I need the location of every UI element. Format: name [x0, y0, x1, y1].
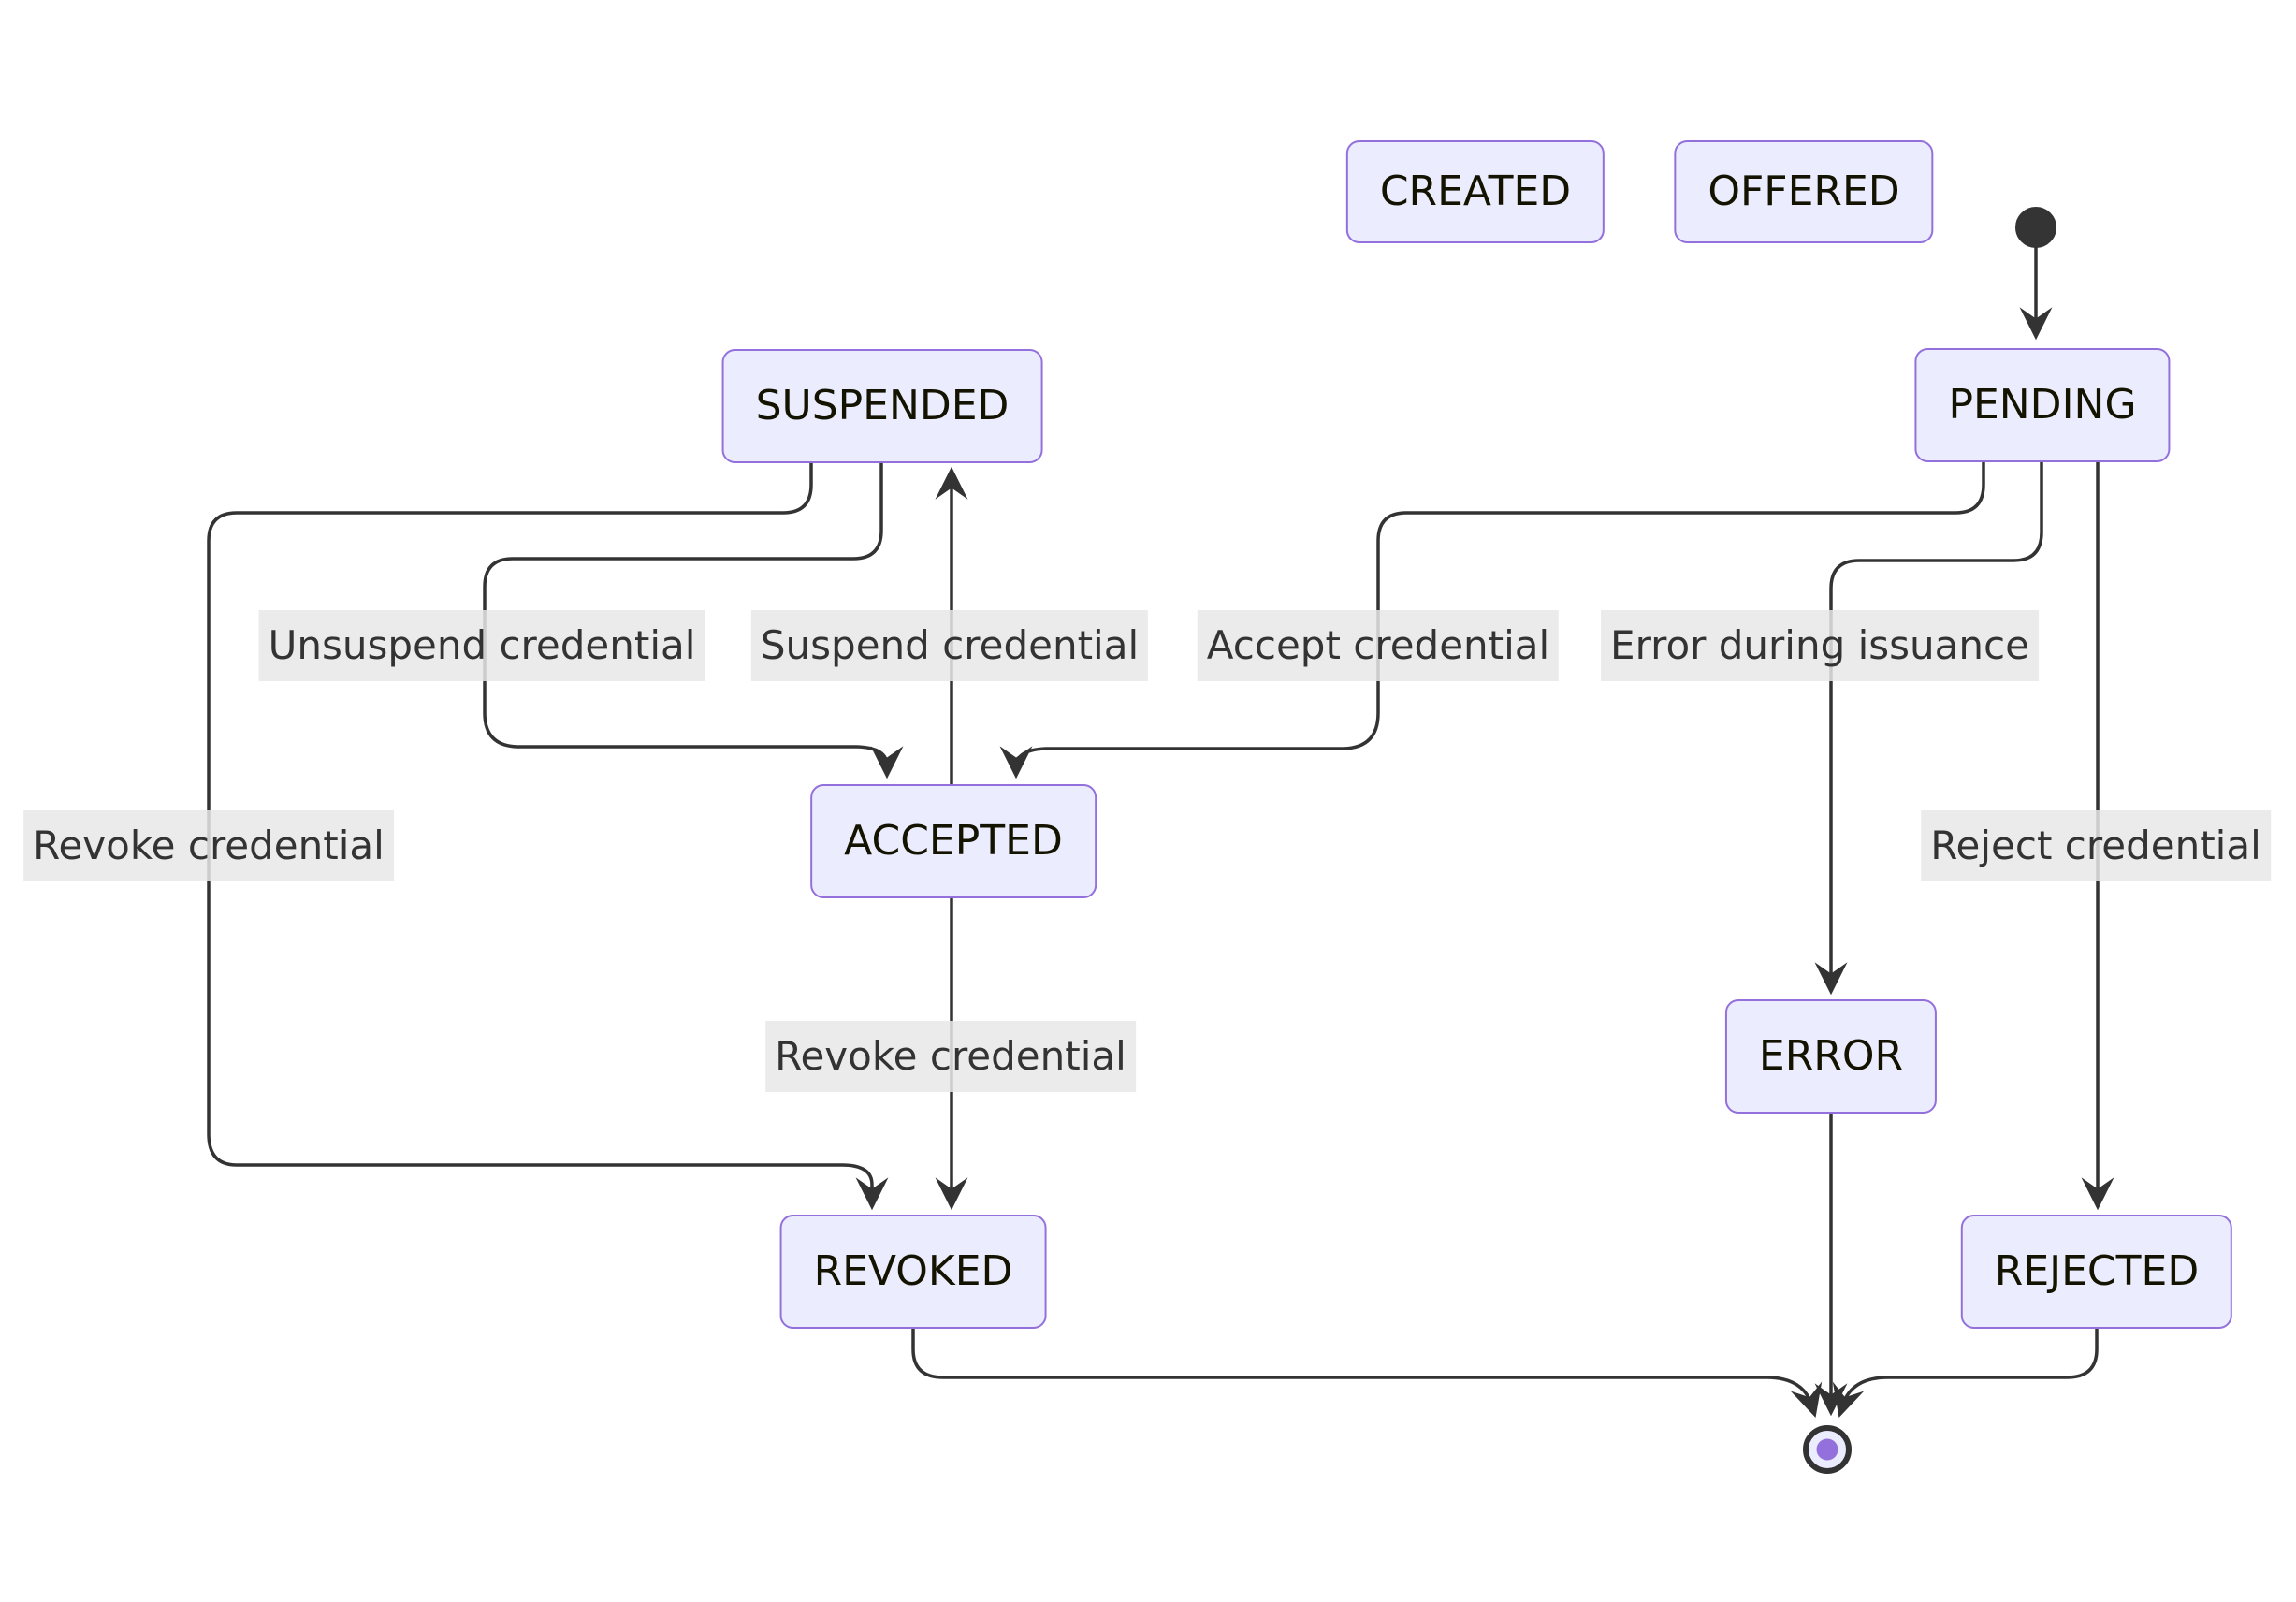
edge-revoked-final: [911, 1329, 1823, 1419]
state-created: CREATED: [1345, 140, 1606, 243]
edge-label-accept-credential: Accept credential: [1197, 610, 1560, 681]
edge-label-revoke-credential-left: Revoke credential: [23, 810, 394, 881]
edge-rejected-final: [1832, 1329, 2099, 1419]
initial-state-dot: [2015, 207, 2056, 248]
state-error: ERROR: [1724, 999, 1938, 1114]
state-offered: OFFERED: [1674, 140, 1934, 243]
edge-label-unsuspend-credential: Unsuspend credential: [258, 610, 705, 681]
final-state: [1803, 1425, 1852, 1474]
edge-label-revoke-credential-middle: Revoke credential: [765, 1021, 1136, 1092]
state-revoked: REVOKED: [779, 1215, 1047, 1329]
edge-label-suspend-credential: Suspend credential: [750, 610, 1149, 681]
edge-label-error-during-issuance: Error during issuance: [1601, 610, 2039, 681]
state-suspended: SUSPENDED: [721, 349, 1043, 463]
state-accepted: ACCEPTED: [810, 784, 1097, 898]
state-rejected: REJECTED: [1960, 1215, 2233, 1329]
edge-pending-accepted: [999, 462, 1985, 779]
edge-pending-error: [1814, 462, 2043, 996]
state-pending: PENDING: [1914, 348, 2171, 462]
edge-label-reject-credential: Reject credential: [1921, 810, 2271, 881]
